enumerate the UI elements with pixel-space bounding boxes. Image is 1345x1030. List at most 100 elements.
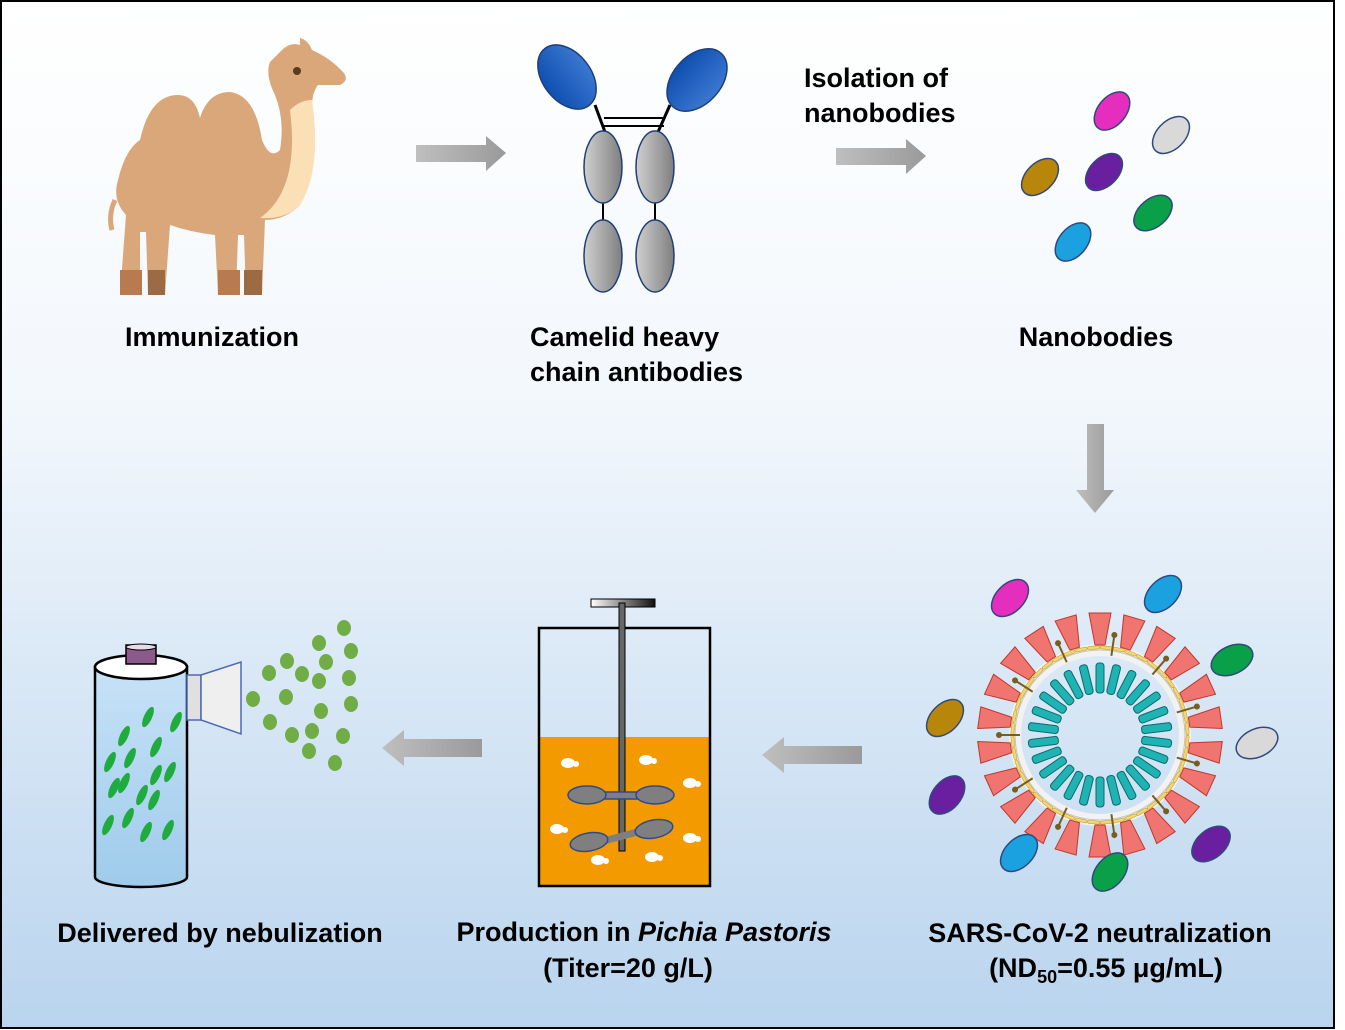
aerosol-droplet xyxy=(312,635,326,651)
envelope-protein-head xyxy=(1111,831,1118,838)
constant-domain xyxy=(583,130,623,204)
label-isolation-line2: nanobodies xyxy=(804,98,956,128)
membrane-protein xyxy=(1087,820,1100,825)
nucleocapsid-coil xyxy=(1106,774,1121,806)
yeast-cell xyxy=(683,833,697,843)
membrane-protein xyxy=(1010,735,1015,748)
nd-value: =0.55 μg/mL) xyxy=(1057,953,1223,983)
nanobody xyxy=(1084,152,1124,192)
envelope-protein-head xyxy=(1163,808,1170,815)
yeast-bud xyxy=(651,758,657,764)
nanobody-particle xyxy=(104,751,116,773)
membrane-protein xyxy=(1014,759,1022,772)
spike-protein xyxy=(1088,824,1112,858)
spike-protein xyxy=(1024,625,1057,663)
spike-protein xyxy=(1143,625,1176,663)
membrane-protein xyxy=(1124,649,1137,657)
nucleocapsid-coil xyxy=(1132,756,1161,779)
nanobody xyxy=(1020,157,1060,197)
spike-protein xyxy=(1120,614,1146,651)
label-camelid-line2: chain antibodies xyxy=(530,357,743,387)
aerosol-droplet xyxy=(312,673,326,689)
nanobody-particle xyxy=(148,789,160,811)
yeast-cell xyxy=(591,855,605,865)
nanobody-particle xyxy=(140,821,152,843)
yeast-bud xyxy=(695,836,701,842)
production-organism: Pichia Pastoris xyxy=(638,917,832,947)
nanobody xyxy=(1133,194,1173,232)
spike-protein xyxy=(1143,807,1176,845)
label-camelid-line1: Camelid heavy xyxy=(530,322,719,352)
constant-domain xyxy=(635,219,675,293)
envelope-protein-head xyxy=(1163,655,1170,662)
nanobody xyxy=(1143,574,1183,614)
aerosol-droplet xyxy=(319,654,333,670)
aerosol-droplet xyxy=(280,653,294,669)
label-immunization: Immunization xyxy=(125,322,299,352)
membrane-protein xyxy=(1172,771,1181,783)
camel-hoof xyxy=(120,270,142,295)
spike-protein xyxy=(1187,706,1223,730)
yeast-cell xyxy=(639,755,653,765)
nanobody-particle xyxy=(108,777,120,799)
aerosol-droplet xyxy=(295,666,309,682)
membrane-protein xyxy=(1075,646,1088,653)
membrane-protein xyxy=(1033,668,1044,679)
yeast-bud xyxy=(573,761,579,767)
aerosol-droplet xyxy=(342,670,356,686)
stirrer-shaft xyxy=(618,602,626,852)
nanobody xyxy=(1093,91,1131,131)
nucleocapsid-coil xyxy=(1031,706,1062,724)
arrow-right-icon xyxy=(416,136,506,171)
spike-protein xyxy=(1088,612,1112,646)
envelope-protein-head xyxy=(1012,786,1019,793)
label-production-line1: Production in Pichia Pastoris xyxy=(456,917,831,947)
nanobody xyxy=(990,578,1030,618)
spike-protein xyxy=(983,767,1021,797)
yeast-bud xyxy=(562,827,568,833)
membrane-protein xyxy=(1185,722,1190,735)
yeast-bud xyxy=(603,858,609,864)
aerosol-droplet xyxy=(328,755,342,771)
spike-protein xyxy=(1164,646,1201,681)
nucleocapsid-coil xyxy=(1116,669,1137,700)
nucleocapsid-coil xyxy=(1039,691,1068,714)
aerosol-droplet xyxy=(302,743,316,759)
nd-subscript: 50 xyxy=(1037,967,1057,987)
nanobody-particle xyxy=(118,725,130,747)
nucleocapsid-coil xyxy=(1125,679,1151,706)
membrane-protein xyxy=(1100,820,1113,825)
nanobody-particle xyxy=(118,772,130,794)
membrane-protein xyxy=(1011,747,1018,760)
membrane-protein xyxy=(1011,710,1018,723)
arrow-down-icon xyxy=(1076,424,1114,513)
label-neutralization-line1: SARS-CoV-2 neutralization xyxy=(928,918,1272,948)
nanobody-particle xyxy=(162,819,174,841)
yeast-bud xyxy=(657,855,663,861)
spike-protein xyxy=(1054,614,1080,651)
nucleocapsid-coil xyxy=(1116,770,1137,801)
nucleocapsid-coil xyxy=(1106,664,1121,696)
constant-domain xyxy=(583,219,623,293)
production-prefix: Production in xyxy=(456,917,638,947)
membrane-protein xyxy=(1075,817,1088,824)
nanobody-particle xyxy=(170,711,182,733)
envelope-protein xyxy=(1015,777,1034,790)
arrow-right-icon xyxy=(836,139,926,174)
envelope-protein xyxy=(1015,680,1034,693)
nucleocapsid-coil xyxy=(1079,664,1094,696)
label-delivery: Delivered by nebulization xyxy=(57,918,383,948)
nucleocapsid-coil xyxy=(1132,691,1161,714)
aerosol-droplet xyxy=(263,714,277,730)
spike-protein xyxy=(1179,767,1217,797)
nanobody-particle xyxy=(164,761,176,783)
nanobody xyxy=(1091,852,1129,892)
nanobody-particles xyxy=(102,706,182,843)
nebulizer-mouthpiece xyxy=(200,660,242,736)
aerosol-droplet xyxy=(337,620,351,636)
envelope-protein-head xyxy=(1012,677,1019,684)
spike-protein xyxy=(983,673,1021,703)
aerosol-droplet xyxy=(344,696,358,712)
nanobody-particle xyxy=(150,764,162,786)
spike-protein xyxy=(1187,740,1223,764)
